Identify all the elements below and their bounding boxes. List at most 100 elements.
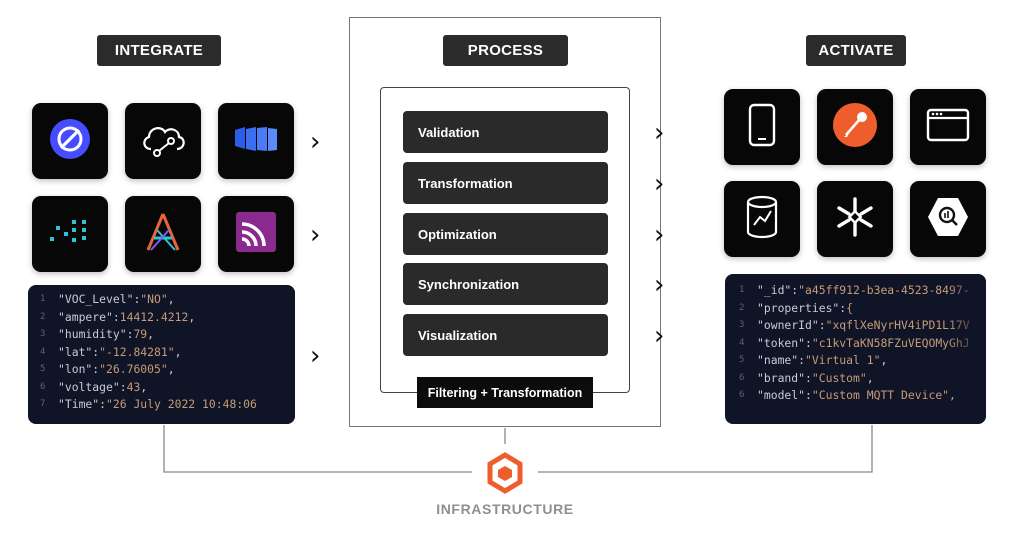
- code-punct: :: [119, 379, 127, 394]
- adafruit-icon: [143, 212, 183, 257]
- line-number: 5: [40, 364, 46, 374]
- bigquery-tile[interactable]: [910, 181, 986, 257]
- step-synchronization[interactable]: Synchronization: [403, 263, 608, 305]
- code-punct: :: [92, 344, 100, 359]
- code-line: 7 "Time": "26 July 2022 10:48:06: [40, 396, 295, 414]
- azure-iot-tile[interactable]: [218, 103, 294, 179]
- code-punct: :: [805, 335, 812, 350]
- line-number: 6: [739, 390, 745, 400]
- code-punct: ,: [174, 344, 182, 359]
- code-line: 3"ownerId": "xqflXeNyrHV4iPD1L17V: [739, 317, 986, 335]
- code-punct: :: [805, 370, 812, 385]
- code-value: 43: [126, 379, 141, 394]
- cloud-network-tile[interactable]: [125, 103, 201, 179]
- line-number: 5: [739, 355, 745, 365]
- code-punct: :: [805, 388, 812, 402]
- code-punct: :: [133, 292, 141, 306]
- code-line: 5"lon": "26.76005",: [40, 361, 295, 379]
- code-key: "lat": [58, 344, 93, 359]
- code-punct: :: [99, 397, 107, 411]
- bigquery-icon: [926, 196, 970, 243]
- step-validation[interactable]: Validation: [403, 111, 608, 153]
- line-number: 4: [739, 337, 745, 348]
- code-value: "26 July 2022 10:48:06: [106, 397, 257, 411]
- code-key: "ownerId": [757, 318, 819, 332]
- code-value: 79: [133, 327, 148, 341]
- code-line: 3"humidity": 79,: [40, 326, 295, 344]
- code-key: "Time": [58, 397, 100, 411]
- adafruit-tile[interactable]: [125, 196, 201, 272]
- code-line: 2"ampere": 14412.4212,: [40, 309, 295, 327]
- code-key: "brand": [757, 370, 806, 385]
- line-number: 4: [40, 346, 46, 357]
- code-punct: ,: [880, 353, 888, 367]
- code-line: 5"name": "Virtual 1",: [739, 352, 986, 370]
- dot-matrix-tile[interactable]: [32, 196, 108, 272]
- code-key: "name": [757, 353, 799, 367]
- code-key: "properties": [757, 300, 840, 315]
- code-value: "c1kvTaKN58FZuVEQOMyGhJ: [811, 335, 970, 350]
- code-punct: :: [798, 353, 806, 367]
- code-punct: ,: [188, 309, 196, 324]
- code-punct: ,: [147, 327, 155, 341]
- line-number: 2: [739, 302, 745, 313]
- code-punct: :: [791, 283, 799, 297]
- code-punct: :: [839, 300, 847, 315]
- code-line: 6 "brand": "Custom",: [739, 370, 986, 388]
- step-label: Synchronization: [418, 276, 520, 292]
- rss-feed-tile[interactable]: [218, 196, 294, 272]
- code-key: "_id": [757, 283, 792, 297]
- database-tile[interactable]: [724, 181, 800, 257]
- code-key: "token": [757, 335, 806, 350]
- code-key: "ampere": [58, 309, 113, 324]
- postman-icon: [832, 102, 878, 153]
- step-transformation[interactable]: Transformation: [403, 162, 608, 204]
- chevron-right-icon: ›: [654, 169, 665, 199]
- code-punct: ,: [140, 379, 148, 394]
- postman-tile[interactable]: [817, 89, 893, 165]
- line-number: 1: [739, 285, 745, 295]
- chevron-right-icon: ›: [654, 118, 665, 148]
- code-line: 6"voltage": 43,: [40, 379, 295, 397]
- line-number: 3: [40, 329, 46, 339]
- infrastructure-logo-icon: [484, 452, 526, 499]
- input-code-panel: 1"VOC_Level": "NO",2"ampere": 14412.4212…: [28, 285, 295, 424]
- chevron-right-icon: ›: [654, 220, 665, 250]
- code-value: "-12.84281": [99, 344, 175, 359]
- integrate-header: INTEGRATE: [97, 35, 221, 66]
- chevron-right-icon: ›: [310, 341, 321, 371]
- chevron-right-icon: ›: [654, 321, 665, 351]
- chevron-right-icon: ›: [310, 127, 321, 157]
- line-number: 2: [40, 311, 46, 322]
- browser-tile[interactable]: [910, 89, 986, 165]
- code-value: "Custom": [811, 370, 867, 385]
- code-punct: ,: [866, 370, 874, 385]
- code-punct: ,: [167, 362, 175, 376]
- snowflake-icon: [833, 195, 877, 244]
- process-header: PROCESS: [443, 35, 568, 66]
- code-value: "Custom MQTT Device": [811, 388, 950, 402]
- line-number: 1: [40, 294, 46, 304]
- snowflake-tile[interactable]: [817, 181, 893, 257]
- code-key: "humidity": [58, 327, 127, 341]
- mobile-phone-icon: [748, 103, 776, 152]
- helium-tile[interactable]: [32, 103, 108, 179]
- code-value: 14412.4212: [119, 309, 189, 324]
- cloud-network-icon: [139, 119, 187, 164]
- code-key: "model": [757, 388, 806, 402]
- step-optimization[interactable]: Optimization: [403, 213, 608, 255]
- line-number: 7: [40, 399, 46, 409]
- dot-matrix-icon: [48, 217, 92, 252]
- code-value: "xqflXeNyrHV4iPD1L17V: [825, 318, 970, 332]
- code-value: "a45ff912-b3ea-4523-8497-: [798, 283, 970, 297]
- step-label: Visualization: [418, 327, 498, 343]
- line-number: 6: [739, 372, 745, 383]
- code-key: "lon": [58, 362, 93, 376]
- code-value: {: [846, 300, 854, 315]
- step-visualization[interactable]: Visualization: [403, 314, 608, 356]
- code-line: 1 "_id": "a45ff912-b3ea-4523-8497-: [739, 282, 986, 300]
- chevron-right-icon: ›: [310, 220, 321, 250]
- database-icon: [745, 195, 779, 244]
- mobile-tile[interactable]: [724, 89, 800, 165]
